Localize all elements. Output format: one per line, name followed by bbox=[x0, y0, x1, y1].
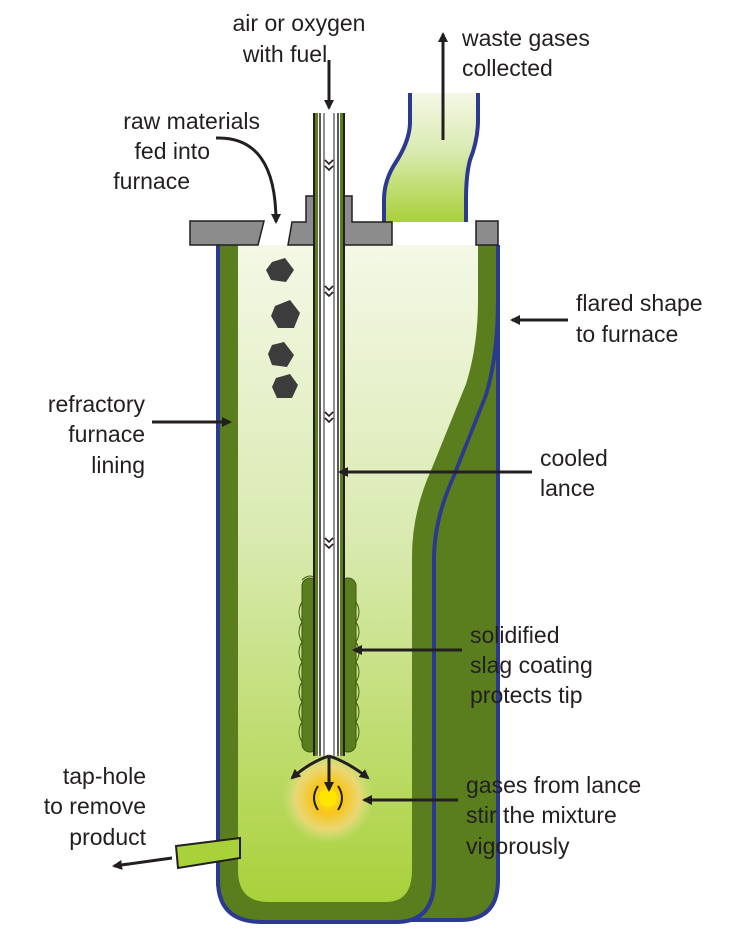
label-slag-line1: solidified bbox=[470, 622, 560, 648]
label-raw-line3: furnace bbox=[113, 168, 190, 194]
label-slag-line3: protects tip bbox=[470, 682, 583, 708]
label-tap-line2: to remove bbox=[44, 793, 146, 819]
label-flared-line1: flared shape bbox=[576, 290, 703, 316]
lid-right bbox=[475, 220, 499, 246]
flame-ripple-left bbox=[313, 785, 319, 811]
label-flared-line2: to furnace bbox=[576, 321, 678, 347]
lid-left bbox=[189, 220, 265, 246]
label-lance-line1: cooled bbox=[540, 445, 608, 471]
label-raw-line1: raw materials bbox=[123, 108, 260, 134]
chimney-right-wall bbox=[464, 93, 480, 222]
label-tap-line1: tap-hole bbox=[63, 763, 146, 789]
lance-flow-chevrons bbox=[324, 159, 334, 550]
label-refractory-line1: refractory bbox=[48, 391, 146, 417]
label-raw-line2: fed into bbox=[135, 138, 210, 164]
label-tap-line3: product bbox=[69, 824, 146, 850]
cooled-lance bbox=[313, 113, 345, 756]
chimney-left-wall bbox=[382, 93, 412, 222]
raw-material-rocks bbox=[266, 258, 300, 398]
label-air-line2: with fuel bbox=[242, 41, 327, 67]
pointer-arrows bbox=[112, 32, 568, 870]
label-gases-line1: gases from lance bbox=[466, 772, 641, 798]
flame-ripple-right bbox=[337, 785, 343, 811]
gas-jet-arrows bbox=[290, 754, 370, 792]
label-gases-line3: vigorously bbox=[466, 833, 570, 859]
label-refractory-line3: lining bbox=[91, 452, 145, 478]
tap-hole-pipe bbox=[174, 836, 241, 870]
label-air-line1: air or oxygen bbox=[233, 10, 366, 36]
label-waste-line1: waste gases bbox=[461, 25, 590, 51]
chimney-duct bbox=[384, 93, 478, 222]
label-lance-line2: lance bbox=[540, 475, 595, 501]
label-slag-line2: slag coating bbox=[470, 652, 593, 678]
tap-hole-arrow bbox=[112, 856, 173, 870]
label-gases-line2: stir the mixture bbox=[466, 802, 617, 828]
label-refractory-line2: furnace bbox=[68, 421, 145, 447]
flame-core bbox=[319, 789, 337, 807]
label-waste-line2: collected bbox=[462, 55, 553, 81]
raw-materials-arrow bbox=[215, 136, 281, 224]
furnace-interior bbox=[238, 245, 478, 902]
